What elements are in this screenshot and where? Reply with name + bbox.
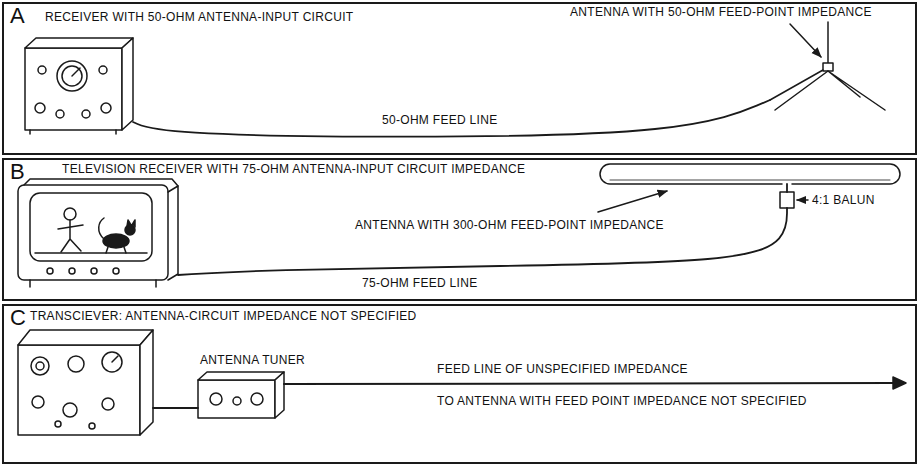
panel-c: TRANSCIEVER: ANTENNA-CIRCUIT IMPEDANCE N… bbox=[2, 304, 917, 464]
transceiver-drawing bbox=[18, 330, 153, 435]
antenna-tuner-drawing bbox=[198, 372, 284, 418]
feed-line bbox=[786, 184, 788, 192]
ground-plane-antenna-drawing bbox=[770, 22, 885, 110]
panel-letter: B bbox=[10, 160, 25, 184]
receiver: RECEIVER WITH 50-OHM ANTENNA-INPUT CIRCU… bbox=[25, 38, 133, 130]
component-label: ANTENNA WITH 50-OHM FEED-POINT IMPEDANCE bbox=[570, 5, 872, 19]
folded-dipole-antenna: ANTENNA WITH 300-OHM FEED-POINT IMPEDANC… bbox=[600, 164, 900, 184]
feed-line-arrow bbox=[284, 377, 906, 389]
panel-a: RECEIVER WITH 50-OHM ANTENNA-INPUT CIRCU… bbox=[2, 2, 917, 155]
component-label: ANTENNA WITH 300-OHM FEED-POINT IMPEDANC… bbox=[355, 218, 664, 232]
antenna-tuner: ANTENNA TUNER bbox=[198, 372, 284, 418]
component-label: TRANSCIEVER: ANTENNA-CIRCUIT IMPEDANCE N… bbox=[30, 309, 417, 323]
balun: 4:1 BALUN bbox=[780, 192, 794, 208]
feed-line bbox=[178, 208, 787, 275]
panel-letter: A bbox=[10, 4, 25, 28]
feed-line-label: 50-OHM FEED LINE bbox=[380, 113, 500, 127]
feed-line bbox=[153, 407, 198, 409]
antenna: ANTENNA WITH 50-OHM FEED-POINT IMPEDANCE bbox=[770, 22, 888, 114]
feed-line-note: TO ANTENNA WITH FEED POINT IMPEDANCE NOT… bbox=[435, 394, 809, 408]
television-drawing bbox=[18, 179, 178, 287]
component-label: RECEIVER WITH 50-OHM ANTENNA-INPUT CIRCU… bbox=[45, 10, 353, 24]
component-label: TELEVISION RECEIVER WITH 75-OHM ANTENNA-… bbox=[62, 162, 525, 176]
panel-letter: C bbox=[10, 306, 26, 330]
component-label: 4:1 BALUN bbox=[812, 193, 875, 207]
feed-line-note: FEED LINE OF UNSPECIFIED IMPEDANCE bbox=[435, 362, 690, 376]
feed-line-label: 75-OHM FEED LINE bbox=[360, 276, 480, 290]
feed-line bbox=[133, 100, 770, 137]
receiver-drawing bbox=[25, 38, 133, 134]
transceiver: TRANSCIEVER: ANTENNA-CIRCUIT IMPEDANCE N… bbox=[18, 330, 153, 435]
television-receiver: TELEVISION RECEIVER WITH 75-OHM ANTENNA-… bbox=[18, 178, 178, 288]
component-label: ANTENNA TUNER bbox=[200, 353, 305, 367]
folded-dipole-drawing bbox=[598, 164, 900, 212]
